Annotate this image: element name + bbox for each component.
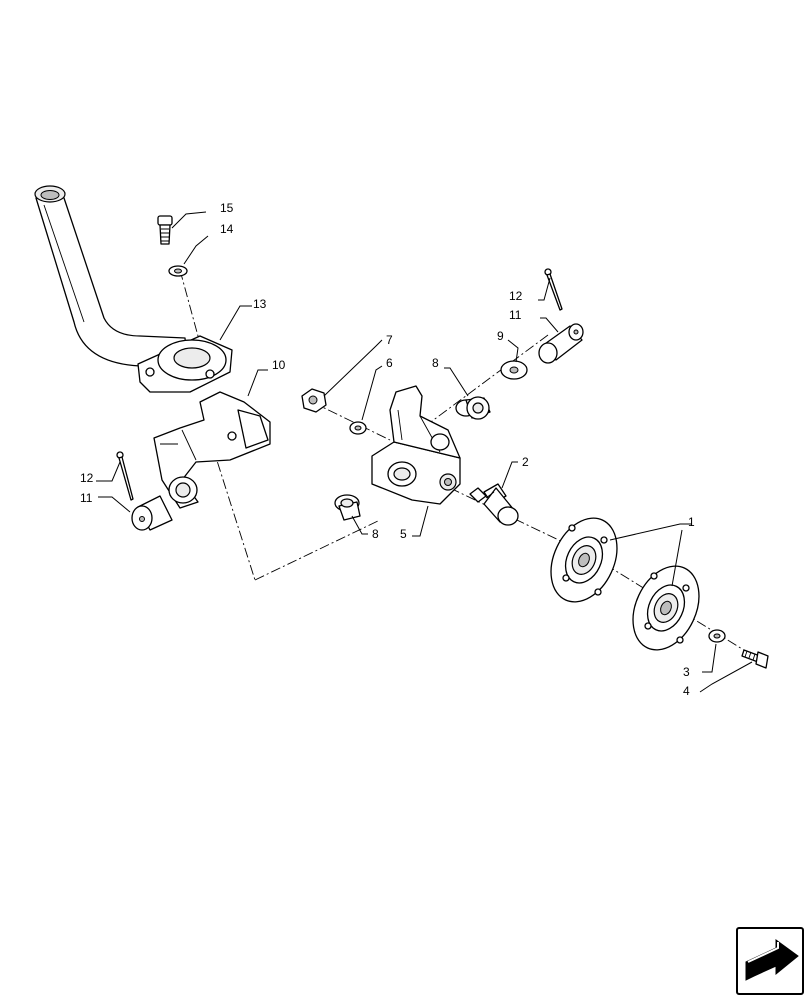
nut-7 [301,388,327,413]
callout-9: 9 [497,329,504,343]
callout-12-right: 12 [509,289,523,303]
housing-5 [371,385,461,505]
callout-11-right: 11 [509,308,522,322]
bolt-4 [741,649,769,669]
callout-7: 7 [386,333,393,347]
washer-9 [500,360,528,380]
callout-4: 4 [683,684,690,698]
callout-2: 2 [522,455,529,469]
cotter-pin-12-right [544,268,563,311]
callout-6: 6 [386,356,393,370]
flange-plate-1-a [550,517,618,603]
cotter-pin-12-left [116,451,134,501]
callout-1: 1 [688,515,695,529]
leader-lines [96,211,753,693]
bushing-8-top [455,396,491,420]
callout-8-top: 8 [432,356,439,370]
callout-11-left: 11 [80,491,93,505]
next-page-arrow-icon[interactable] [736,927,804,995]
stud-2 [469,483,519,526]
callout-labels: 15 14 13 10 12 11 7 6 8 9 12 11 2 5 8 1 … [80,201,695,698]
callout-8-bottom: 8 [372,527,379,541]
pin-11-left [131,495,173,531]
screw-15 [157,215,173,245]
lever-assembly [34,185,233,393]
bracket-10 [153,391,271,509]
callout-12-left: 12 [80,471,94,485]
callout-3: 3 [683,665,690,679]
washer-14 [168,265,188,277]
washer-3 [708,629,726,643]
callout-15: 15 [220,201,234,215]
pin-11-right [538,323,584,364]
bushing-8-bottom [334,494,361,521]
callout-5: 5 [400,527,407,541]
callout-13: 13 [253,297,267,311]
callout-10: 10 [272,358,286,372]
callout-14: 14 [220,222,234,236]
flange-plate-1-b [632,565,700,651]
washer-6 [349,421,367,435]
